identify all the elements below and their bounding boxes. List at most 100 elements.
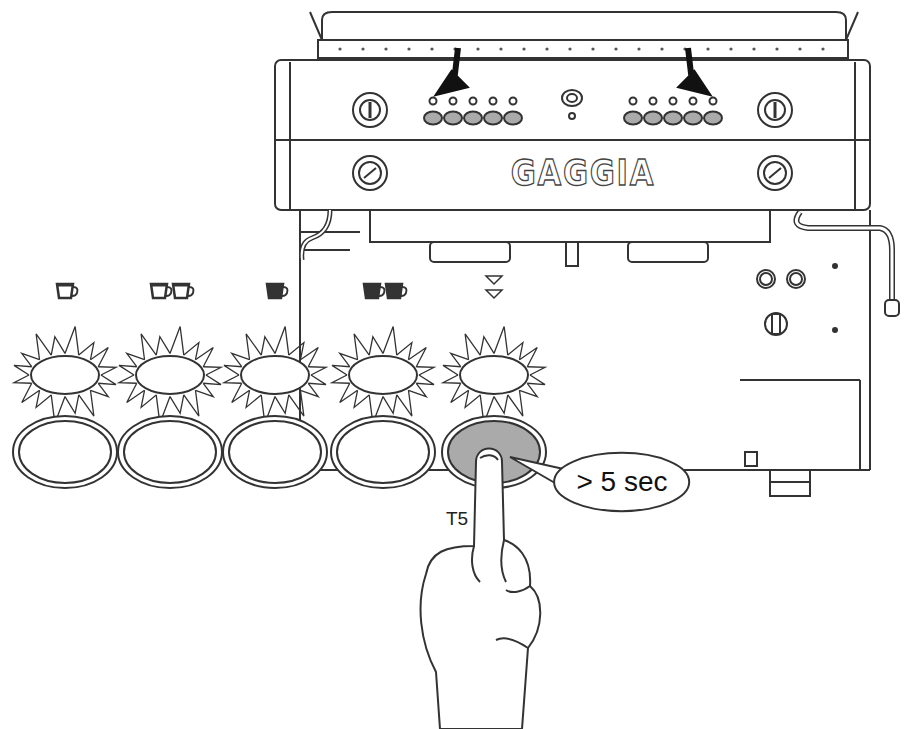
tray-dot [384,47,387,50]
tray-dot [752,47,755,50]
cup-handle [166,287,172,296]
cup-icon [267,284,283,298]
cup-handle [401,287,407,296]
button [337,421,429,483]
led-ray [527,375,545,385]
led-ray [354,334,369,360]
tray-dot [729,47,732,50]
led-ray [51,337,65,355]
tray-dot [361,47,364,50]
cup-handle [72,287,78,296]
speech-bubble: > 5 sec [552,451,691,513]
tray-dot [821,47,824,50]
tray-dot [545,47,548,50]
led-ray [275,327,289,355]
led-ray [224,375,242,383]
led-ray [332,365,350,375]
panel-led [690,98,697,105]
panel-button [644,112,662,125]
cup-icon [151,284,167,298]
cup-rim [151,284,167,287]
led-ray [170,327,184,355]
panel-button [704,112,722,125]
led-ray [443,375,461,383]
cup-rim [364,284,380,287]
cup-icon [386,284,402,298]
led-ray [275,395,289,413]
led-ray [261,337,275,355]
button-ring [223,416,327,488]
led-ray [98,367,116,375]
cup-icon [57,284,73,298]
led-ray [508,390,523,416]
led-ray [141,334,156,360]
led-ray [119,365,137,375]
led-ray [397,390,412,416]
cup-rim [267,284,283,287]
tray-dot [499,47,502,50]
led-ray [416,367,434,375]
tray-dot [591,47,594,50]
led-ray [156,337,170,355]
led-ray [289,390,304,416]
led-ray [383,395,397,413]
led-ray [465,334,480,360]
cup-handle [282,287,288,296]
cup-handle [379,287,385,296]
led-light [241,356,309,394]
led-ray [416,375,434,385]
panel-led [630,98,637,105]
bubble-shape [554,453,689,511]
led-light [136,356,204,394]
led-light [31,356,99,394]
led-ray [184,390,199,416]
led-ray [203,367,221,375]
panel-led [670,98,677,105]
led-ray [36,334,51,360]
panel-button [464,112,482,125]
duration-text: > 5 sec [576,466,667,498]
tray-dot [637,47,640,50]
tray-dot [798,47,801,50]
continuous-icon [486,276,502,298]
led-light [460,356,528,394]
button-ring [13,416,117,488]
cup-icon [173,284,189,298]
tray-dot [568,47,571,50]
led-ray [119,375,137,383]
cup-handle [188,287,194,296]
tray-dot [775,47,778,50]
button-ring [331,416,435,488]
panel-led [450,98,457,105]
led-light [349,356,417,394]
led-ray [332,375,350,383]
led-ray [65,395,79,413]
led-ray [79,390,94,416]
panel-led [510,98,517,105]
led-ray [494,327,508,355]
tray-dot [614,47,617,50]
led-ray [170,395,184,413]
led-ray [98,375,116,385]
panel-led [650,98,657,105]
tray-dot [407,47,410,50]
led-ray [14,365,32,375]
tray-dot [660,47,663,50]
panel-button [624,112,642,125]
led-ray [443,365,461,375]
panel-led [710,98,717,105]
button [229,421,321,483]
panel-button [504,112,522,125]
led-ray [480,337,494,355]
button [19,421,111,483]
panel-button [664,112,682,125]
button-label: T5 [446,508,468,530]
led-ray [246,334,261,360]
led-ray [308,367,326,375]
tray-dot [476,47,479,50]
cup-rim [173,284,189,287]
led-ray [224,365,242,375]
button [124,421,216,483]
